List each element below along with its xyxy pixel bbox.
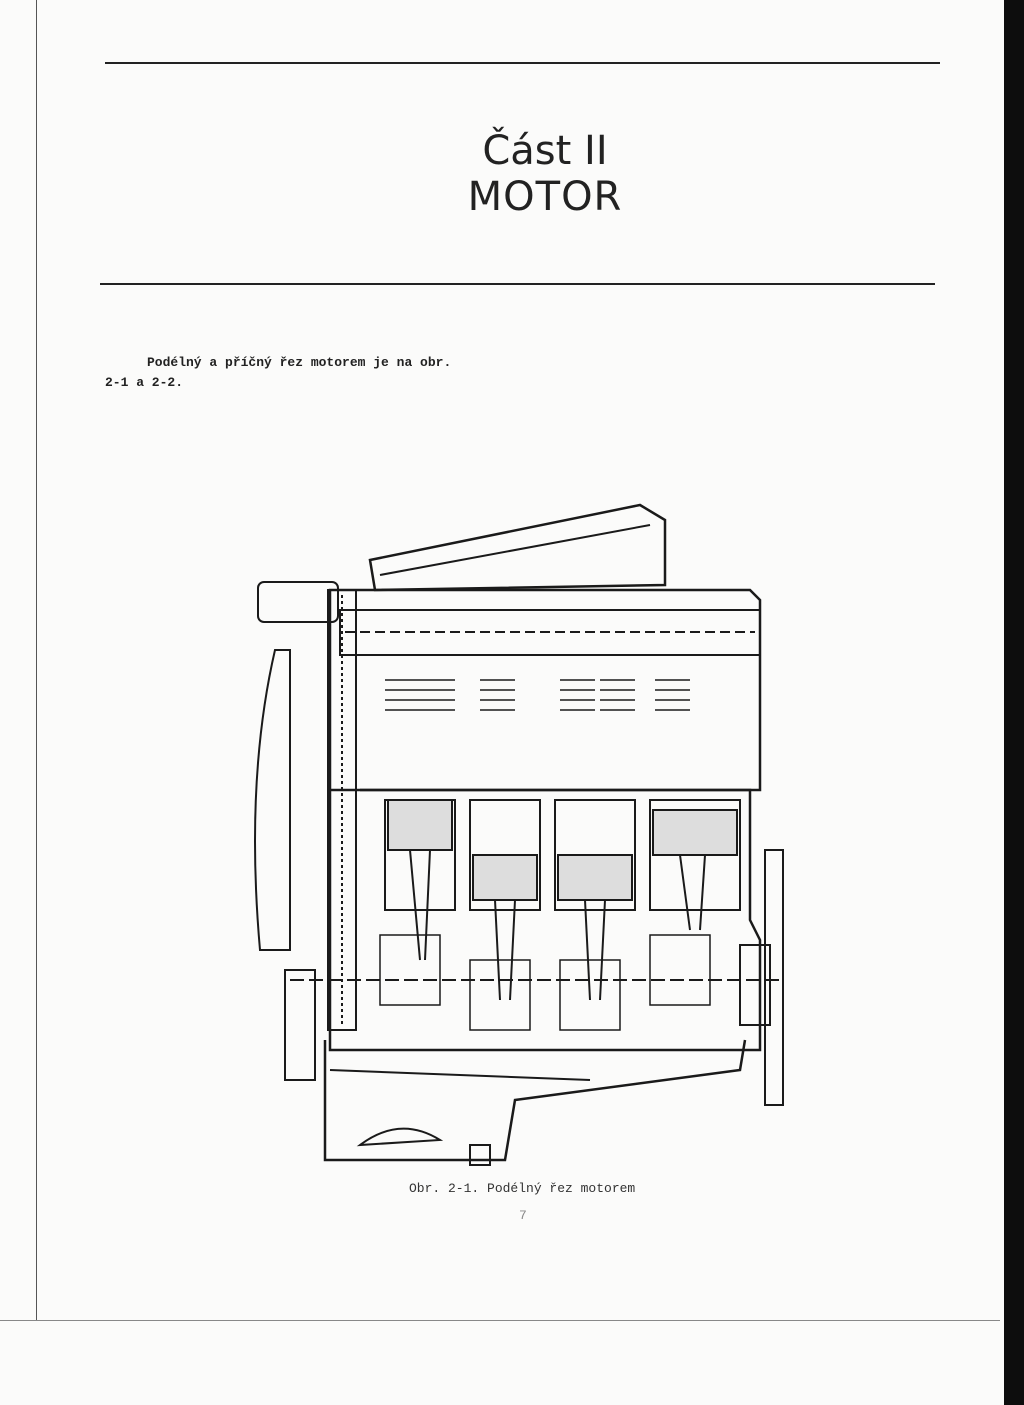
binding-margin-line xyxy=(36,0,37,1320)
bottom-edge-line xyxy=(0,1320,1000,1321)
intro-line-1: Podélný a příčný řez motorem je na obr. xyxy=(147,355,452,370)
scan-edge-black-bar xyxy=(1004,0,1024,1405)
intro-line-2: 2-1 a 2-2. xyxy=(105,375,184,390)
page-number: 7 xyxy=(519,1208,527,1223)
figure-caption: Obr. 2-1. Podélný řez motorem xyxy=(409,1181,636,1196)
part-label: Část II xyxy=(482,128,608,174)
bottom-rule xyxy=(100,283,935,285)
engine-cross-section-figure xyxy=(254,503,784,1166)
chapter-title: MOTOR xyxy=(467,174,623,220)
top-rule xyxy=(105,62,940,64)
